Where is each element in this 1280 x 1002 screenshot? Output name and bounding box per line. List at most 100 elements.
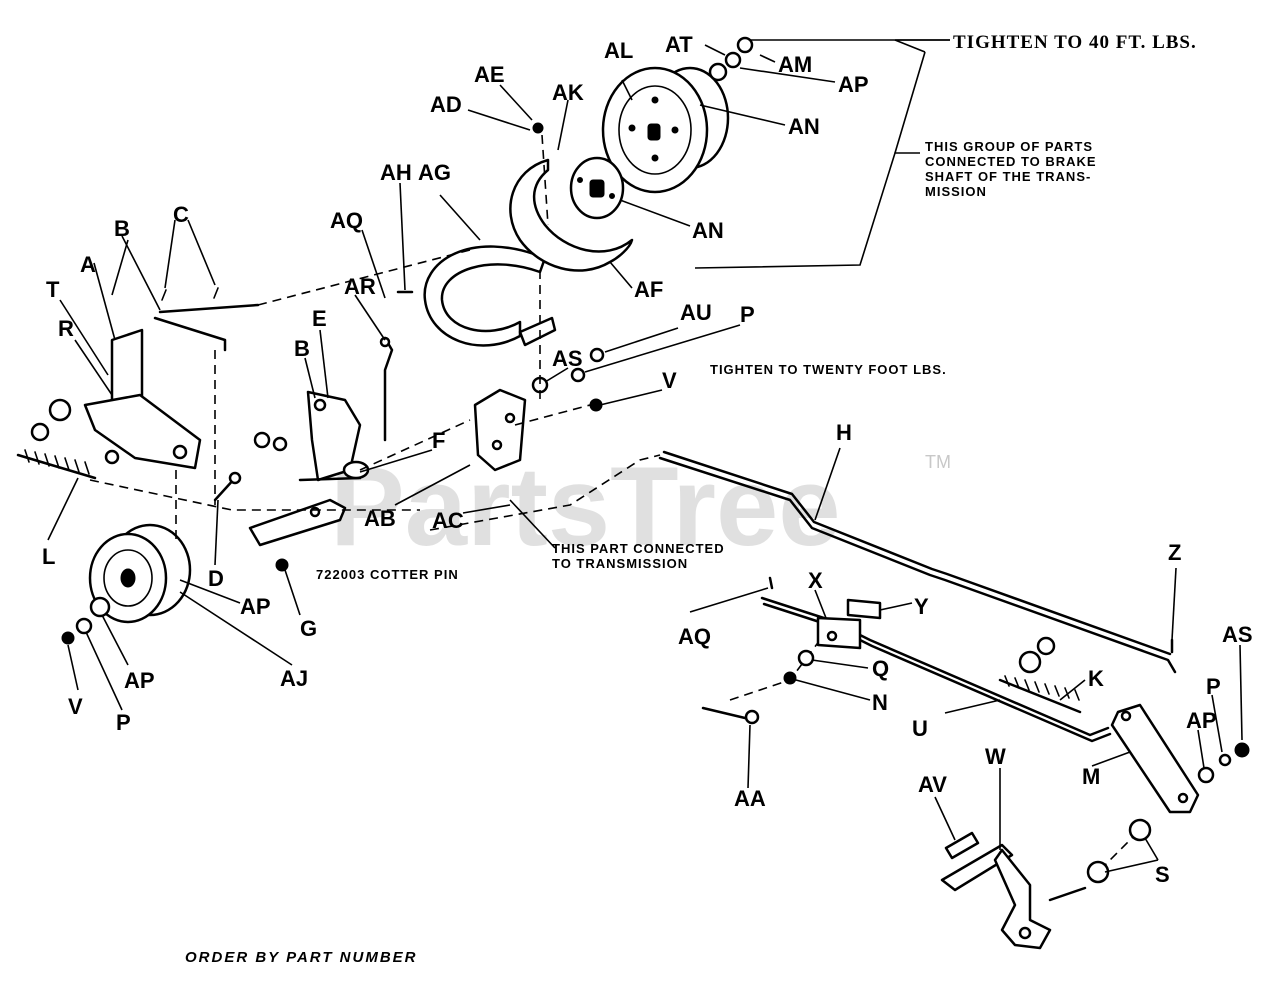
label-q: Q bbox=[872, 656, 889, 681]
label-ag: AG bbox=[418, 160, 451, 185]
label-g: G bbox=[300, 616, 317, 641]
label-h: H bbox=[836, 420, 852, 445]
brake-lining-ak bbox=[509, 158, 634, 272]
label-p-2: P bbox=[116, 710, 131, 735]
part-labels: AT AM AL AP AE AK AD AN AH AG AN C B AQ … bbox=[42, 32, 1253, 887]
note-transmission: THIS PART CONNECTED TO TRANSMISSION bbox=[552, 541, 725, 571]
label-f: F bbox=[432, 428, 445, 453]
label-ak: AK bbox=[552, 80, 584, 105]
cotter-pins-c bbox=[161, 287, 219, 301]
label-ap-2: AP bbox=[124, 668, 155, 693]
label-an-1: AN bbox=[788, 114, 820, 139]
label-ae: AE bbox=[474, 62, 505, 87]
note-brake-group-line-4: MISSION bbox=[925, 184, 987, 199]
note-brake-group-line-2: CONNECTED TO BRAKE bbox=[925, 154, 1097, 169]
watermark-text: PartsTree bbox=[330, 444, 841, 569]
label-ad: AD bbox=[430, 92, 462, 117]
label-t: T bbox=[46, 277, 60, 302]
label-v-1: V bbox=[662, 368, 677, 393]
label-b-1: B bbox=[114, 216, 130, 241]
label-aq-1: AQ bbox=[330, 208, 363, 233]
spring-k bbox=[998, 636, 1082, 714]
label-ap-3: AP bbox=[1186, 708, 1217, 733]
label-ap-1: AP bbox=[240, 594, 271, 619]
pulley-aj bbox=[88, 523, 192, 624]
washers-right bbox=[1086, 742, 1250, 884]
bolt-d bbox=[213, 471, 242, 502]
label-p-1: P bbox=[740, 302, 755, 327]
hub-an bbox=[569, 156, 625, 220]
label-af: AF bbox=[634, 277, 663, 302]
rod-u bbox=[760, 596, 1112, 743]
label-aj: AJ bbox=[280, 666, 308, 691]
label-ah: AH bbox=[380, 160, 412, 185]
label-e: E bbox=[312, 306, 327, 331]
leader-lines bbox=[47, 39, 1243, 873]
label-b-2: B bbox=[294, 336, 310, 361]
pad-av bbox=[944, 831, 980, 860]
label-x: X bbox=[808, 568, 823, 593]
label-ab: AB bbox=[364, 506, 396, 531]
label-r: R bbox=[58, 316, 74, 341]
label-z: Z bbox=[1168, 540, 1181, 565]
label-k: K bbox=[1088, 666, 1104, 691]
label-at: AT bbox=[665, 32, 693, 57]
label-c: C bbox=[173, 202, 189, 227]
label-u: U bbox=[912, 716, 928, 741]
label-y: Y bbox=[914, 594, 929, 619]
label-p-3: P bbox=[1206, 674, 1221, 699]
label-d: D bbox=[208, 566, 224, 591]
label-s: S bbox=[1155, 862, 1170, 887]
brake-pulley-al bbox=[601, 66, 730, 194]
watermark-trademark: TM bbox=[925, 452, 951, 472]
pedal-w bbox=[940, 843, 1087, 950]
label-m: M bbox=[1082, 764, 1100, 789]
rod-ar bbox=[379, 336, 394, 442]
washers-left-bottom bbox=[61, 596, 111, 645]
label-w: W bbox=[985, 744, 1006, 769]
label-as-2: AS bbox=[1222, 622, 1253, 647]
note-brake-group-line-3: SHAFT OF THE TRANS- bbox=[925, 169, 1091, 184]
label-l: L bbox=[42, 544, 55, 569]
label-v-2: V bbox=[68, 694, 83, 719]
watermark: PartsTree TM bbox=[330, 444, 951, 569]
note-brake-group-line-1: THIS GROUP OF PARTS bbox=[925, 139, 1093, 154]
bracket-a-t bbox=[83, 328, 202, 470]
lever-m bbox=[1110, 703, 1200, 814]
label-ap-top: AP bbox=[838, 72, 869, 97]
label-ac: AC bbox=[432, 508, 464, 533]
label-av: AV bbox=[918, 772, 947, 797]
label-am: AM bbox=[778, 52, 812, 77]
clevis-aa bbox=[701, 706, 760, 725]
label-al: AL bbox=[604, 38, 633, 63]
label-as-1: AS bbox=[552, 346, 583, 371]
brake-band-ag bbox=[423, 245, 557, 347]
spring-l bbox=[16, 449, 97, 480]
note-transmission-line-2: TO TRANSMISSION bbox=[552, 556, 688, 571]
rod-b-c bbox=[153, 303, 260, 352]
label-n: N bbox=[872, 690, 888, 715]
note-tighten-20: TIGHTEN TO TWENTY FOOT LBS. bbox=[710, 362, 947, 377]
label-aq-2: AQ bbox=[678, 624, 711, 649]
block-x-y bbox=[816, 598, 882, 650]
nut-g bbox=[275, 558, 289, 572]
note-order-by: ORDER BY PART NUMBER bbox=[185, 949, 418, 966]
nuts-left bbox=[30, 398, 72, 442]
washers-am-ap-top bbox=[708, 36, 754, 82]
nut-ad bbox=[532, 122, 544, 134]
rod-h bbox=[658, 450, 1177, 674]
note-brake-group: THIS GROUP OF PARTS CONNECTED TO BRAKE S… bbox=[925, 139, 1097, 199]
label-au: AU bbox=[680, 300, 712, 325]
label-a: A bbox=[80, 252, 96, 277]
shaft-f bbox=[253, 431, 370, 482]
note-cotter-pin: 722003 COTTER PIN bbox=[316, 567, 459, 582]
note-transmission-line-1: THIS PART CONNECTED bbox=[552, 541, 725, 556]
small-rods-aq-z bbox=[768, 576, 1174, 654]
label-ar: AR bbox=[344, 274, 376, 299]
washers-q-n bbox=[783, 649, 815, 685]
label-aa: AA bbox=[734, 786, 766, 811]
bracket-ac bbox=[473, 388, 527, 472]
label-an-2: AN bbox=[692, 218, 724, 243]
note-tighten-40: TIGHTEN TO 40 FT. LBS. bbox=[953, 32, 1197, 53]
